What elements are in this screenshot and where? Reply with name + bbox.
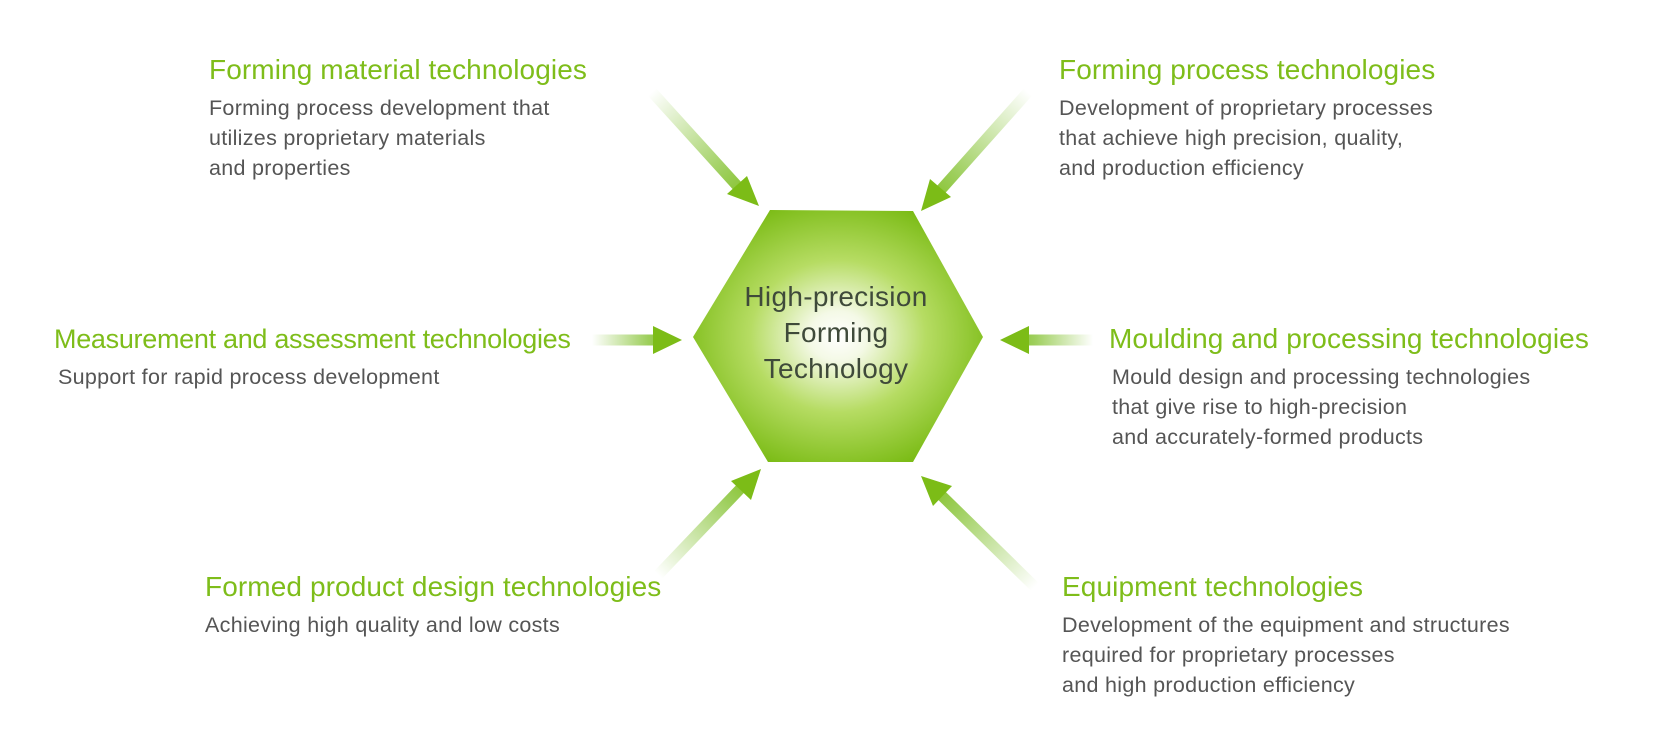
arrow-top-left — [647, 88, 759, 206]
block-description: Development of proprietary processes tha… — [1059, 96, 1434, 180]
center-label: High-precision Forming Technology — [744, 281, 928, 384]
block-title: Forming material technologies — [209, 54, 587, 85]
block-measurement: Measurement and assessment technologies … — [54, 322, 571, 392]
block-title: Moulding and processing technologies — [1109, 323, 1589, 354]
arrow-bottom-right — [921, 476, 1039, 591]
block-title: Forming process technologies — [1059, 54, 1436, 85]
block-moulding: Moulding and processing technologies Mou… — [1109, 322, 1589, 452]
arrow-right — [1000, 326, 1093, 354]
block-equipment: Equipment technologies Development of th… — [1062, 570, 1510, 700]
block-title: Equipment technologies — [1062, 571, 1364, 602]
block-description: Support for rapid process development — [58, 365, 440, 389]
block-description: Mould design and processing technologies… — [1112, 365, 1531, 449]
block-description: Development of the equipment and structu… — [1062, 613, 1510, 697]
block-forming-material: Forming material technologies Forming pr… — [209, 53, 587, 183]
block-forming-process: Forming process technologies Development… — [1059, 53, 1435, 183]
block-formed-product: Formed product design technologies Achie… — [205, 570, 661, 640]
center-hexagon — [693, 210, 983, 462]
block-description: Achieving high quality and low costs — [205, 613, 560, 637]
block-title: Measurement and assessment technologies — [54, 324, 571, 354]
arrow-top-right — [921, 88, 1033, 211]
arrow-bottom-left — [654, 469, 761, 579]
arrow-left — [592, 326, 682, 354]
block-title: Formed product design technologies — [205, 571, 662, 602]
block-description: Forming process development that utilize… — [209, 96, 550, 180]
